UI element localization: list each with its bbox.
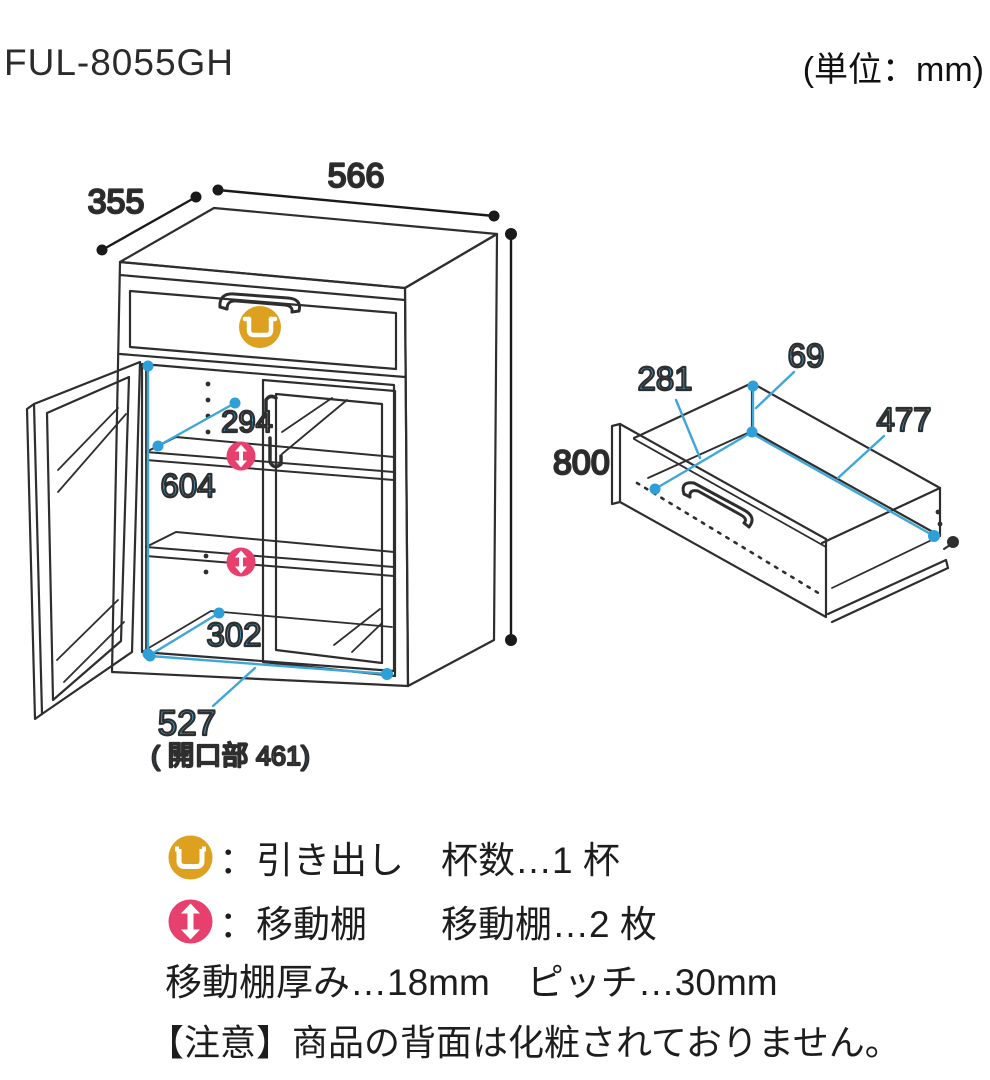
legend-drawer-text: ：引き出し 杯数…1 杯 xyxy=(219,840,620,881)
left-glass-door-open xyxy=(25,360,142,721)
opening-width-label: ( 開口部 461) xyxy=(151,741,310,771)
movable-shelf-lower xyxy=(145,531,395,577)
dimension-diagram: 566 355 800 294 604 302 527 ( 開口部 461) xyxy=(25,156,959,772)
drawer-width-label: 477 xyxy=(876,401,931,438)
cabinet-drawer-handle xyxy=(218,292,301,314)
door-handle-icon xyxy=(264,394,283,469)
drawer-icon xyxy=(239,306,281,348)
legend-shelf-text: ：移動棚 移動棚…2 枚 xyxy=(219,904,657,945)
model-number: FUL-8055GH xyxy=(4,42,235,83)
cabinet-width-label: 566 xyxy=(328,157,385,195)
drawer-figure xyxy=(610,381,959,624)
header: FUL-8055GH (単位：mm) xyxy=(0,42,990,91)
drawer-dimension-lines xyxy=(653,370,936,538)
drawer-icon xyxy=(168,835,213,879)
unit-label: (単位：mm) xyxy=(802,51,984,89)
drawer-height-label: 69 xyxy=(788,337,825,374)
cabinet-depth-label: 355 xyxy=(88,183,145,221)
shelf-depth-label: 294 xyxy=(221,404,273,439)
legend-drawer-row: ：引き出し 杯数…1 杯 xyxy=(168,830,620,884)
drawer-handle xyxy=(681,481,754,529)
bottom-width-label: 527 xyxy=(158,704,216,743)
cabinet-height-label: 800 xyxy=(553,444,610,482)
interior-dimension-lines xyxy=(146,364,389,708)
legend-note-text: 【注意】商品の背面は化粧されておりません。 xyxy=(148,1022,901,1063)
movable-shelf-icon-lower xyxy=(226,547,256,577)
legend-spec-text: 移動棚厚み…18mm ピッチ…30mm xyxy=(165,962,778,1003)
movable-shelf-icon-upper xyxy=(226,441,256,471)
outer-dimension-lines xyxy=(100,188,513,642)
right-glass-door-closed xyxy=(261,378,397,678)
drawer-depth-label: 281 xyxy=(637,360,692,397)
movable-shelf-icon xyxy=(168,899,213,943)
inner-height-label: 604 xyxy=(160,467,215,504)
bottom-depth-label: 302 xyxy=(206,616,261,653)
cabinet-figure xyxy=(25,206,499,721)
legend-shelf-row: ：移動棚 移動棚…2 枚 xyxy=(168,894,657,948)
shelf-pin-holes xyxy=(203,381,211,575)
